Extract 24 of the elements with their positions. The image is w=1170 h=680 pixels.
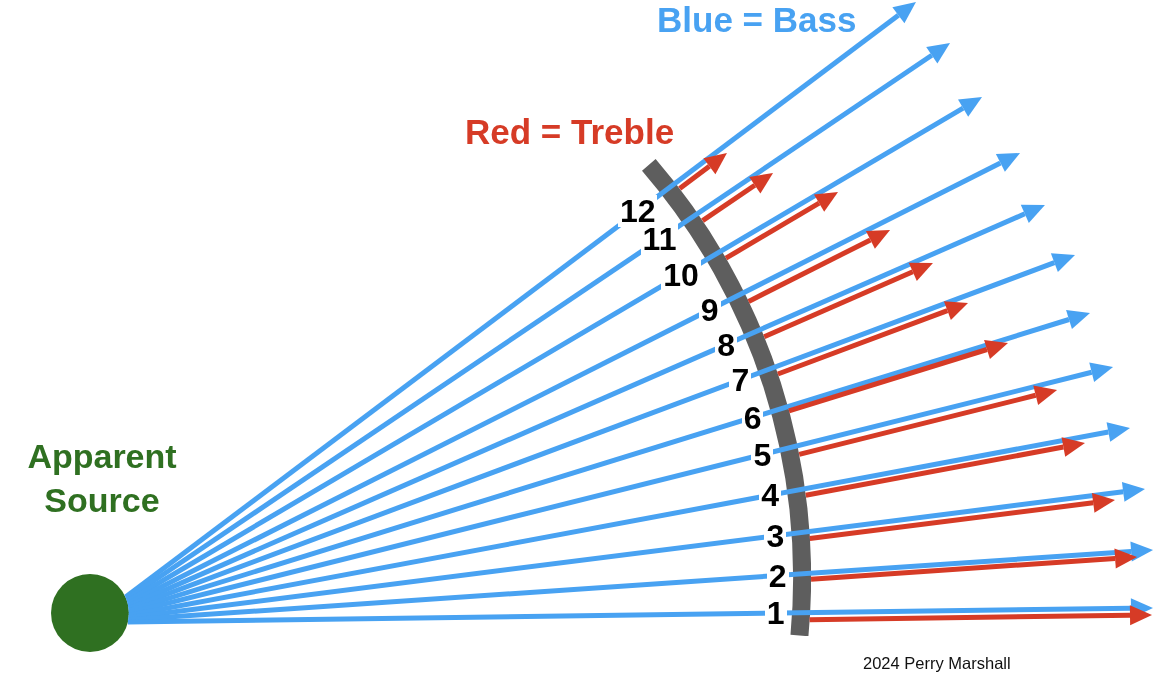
arrow [798,385,1058,457]
arrow [809,605,1152,626]
edge-label: 11 [640,223,679,256]
arrow [809,492,1116,542]
arrow [763,262,933,340]
arrow [777,301,968,377]
arrow [805,437,1085,498]
credit-text: 2024 Perry Marshall [863,655,1011,672]
arrow [788,339,1008,414]
arrow [128,362,1114,616]
edge-label: 12 [617,195,658,228]
legend-text: Red = Treble [465,114,675,149]
arrow [128,422,1131,618]
arrow [128,309,1090,613]
arrow [678,152,727,191]
arrow [724,192,839,261]
edge-label: 10 [661,258,701,291]
arrow [701,173,773,223]
arrow [747,230,891,304]
arrow [127,598,1153,625]
arrow [128,481,1146,620]
legend-text: Blue = Bass [657,2,857,37]
node-caption: Apparent Source [26,436,178,522]
arrow [810,548,1138,582]
